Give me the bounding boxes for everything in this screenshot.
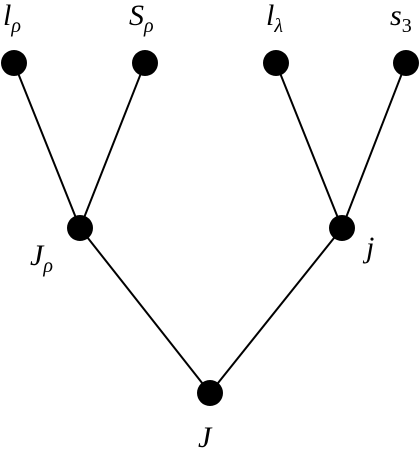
- node-J-rho: [67, 215, 93, 241]
- label-l-rho: lρ: [3, 0, 21, 37]
- label-S-rho: Sρ: [129, 0, 154, 37]
- label-J: J: [198, 421, 213, 453]
- label-j: j: [362, 231, 374, 264]
- edge-l-rho-to-J-rho: [13, 62, 81, 229]
- nodes: [1, 50, 419, 406]
- node-j: [329, 215, 355, 241]
- label-J-rho: Jρ: [30, 239, 53, 277]
- label-l-lambda: lλ: [266, 0, 283, 37]
- edges: [13, 62, 407, 394]
- edge-S-rho-to-J-rho: [79, 62, 146, 229]
- node-J: [197, 380, 223, 406]
- edge-l-lambda-to-j: [275, 62, 343, 229]
- edge-j-to-J: [209, 227, 343, 394]
- node-l-rho: [1, 50, 27, 76]
- node-s-3: [393, 50, 419, 76]
- labels: lρ Sρ lλ s3 Jρ j J: [3, 0, 412, 453]
- edge-J-rho-to-J: [79, 227, 211, 394]
- node-l-lambda: [263, 50, 289, 76]
- node-S-rho: [132, 50, 158, 76]
- edge-s-3-to-j: [341, 62, 407, 229]
- label-s-3: s3: [390, 0, 412, 37]
